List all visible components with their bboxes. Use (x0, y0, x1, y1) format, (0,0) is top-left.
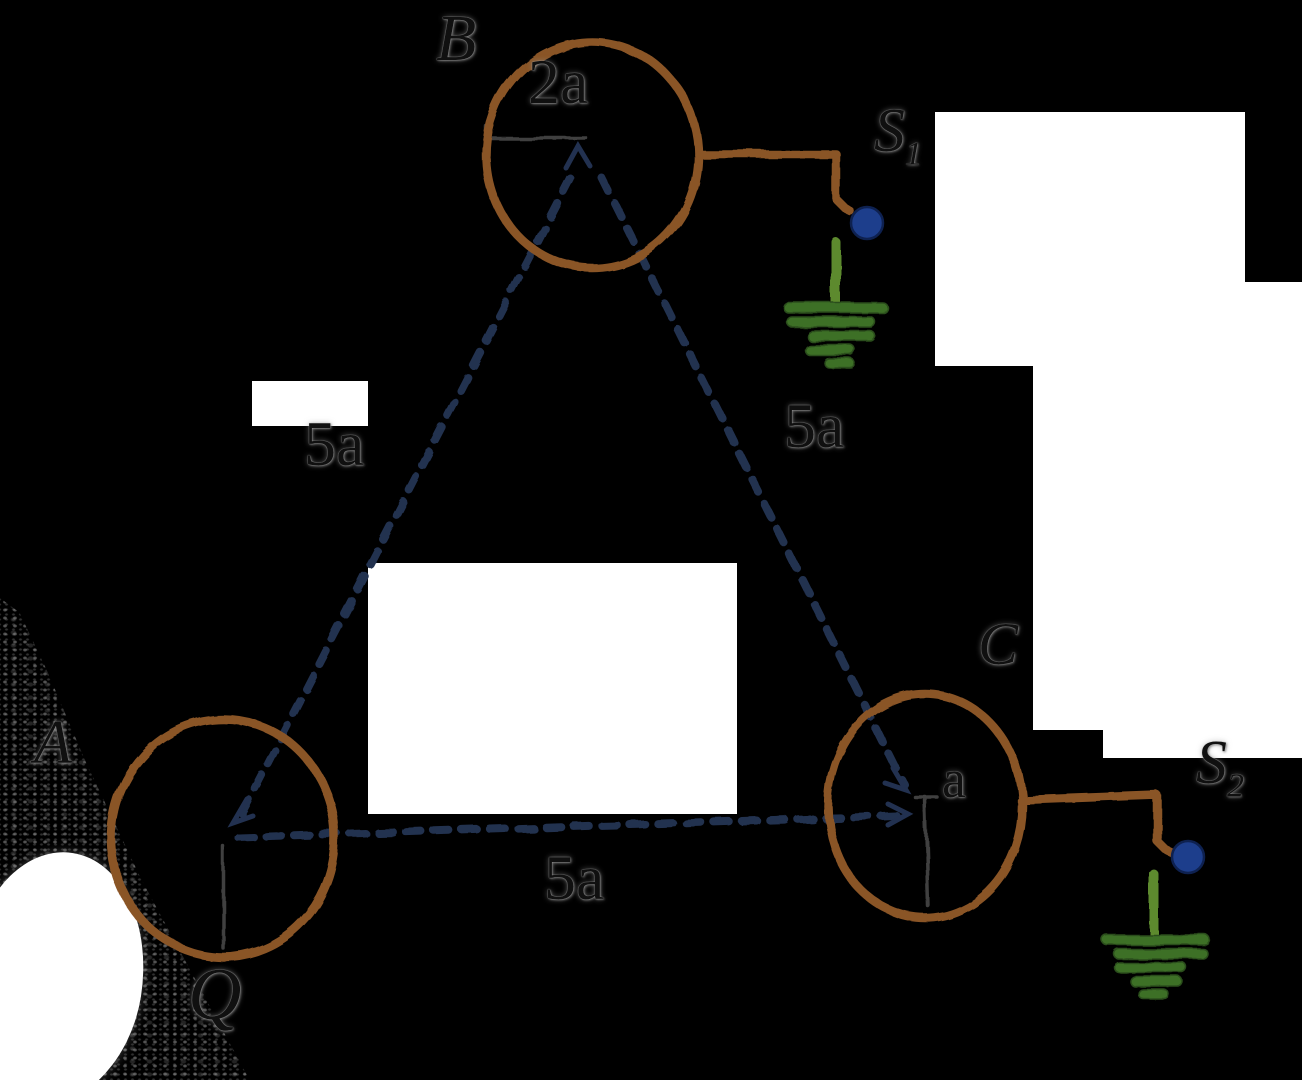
switch-contact-dot-s1 (849, 205, 885, 241)
radius-c-label: a (942, 749, 966, 809)
wire-c-to-s2 (1016, 790, 1176, 857)
sphere-a (106, 714, 340, 962)
dashed-line-ab (233, 174, 574, 828)
ground-bar (823, 357, 855, 368)
scan-white-patch-center (368, 563, 737, 814)
switch-s2-letter: S (1196, 729, 1227, 797)
arrowhead-a-center (227, 796, 256, 828)
radius-b-label: 2a (528, 46, 589, 117)
distance-ab-label: 5a (304, 408, 365, 479)
ground-bar (1101, 934, 1211, 946)
scan-white-patch-left-small (252, 381, 368, 426)
scan-white-patch-top-right (935, 112, 1245, 282)
earth-ground-icon-1 (783, 237, 889, 368)
dashed-line-arrowheads (227, 140, 914, 828)
distance-dashed-lines (233, 174, 908, 841)
switch-s2-subscript: 2 (1227, 767, 1245, 805)
ground-bar (806, 330, 876, 342)
switch-s1-subscript: 1 (905, 135, 923, 173)
ground-bar (1138, 989, 1170, 1000)
switch-s1-letter: S (874, 97, 905, 165)
sphere-c-label: C (978, 611, 1019, 677)
ground-bar (1113, 948, 1209, 960)
ground-bar (1130, 976, 1184, 988)
switch-contact-dot-s2 (1170, 839, 1206, 875)
arrowhead-b-center (563, 140, 593, 171)
earth-ground-icon-2 (1101, 869, 1211, 1000)
scan-white-patch-right-step (1103, 730, 1302, 758)
distance-ac-label: 5a (544, 842, 605, 913)
sphere-a-label: A (34, 709, 72, 777)
ground-bar (786, 316, 876, 328)
distance-bc-label: 5a (784, 390, 845, 461)
ground-bar (804, 344, 856, 356)
arrowhead-c-center-from-b (882, 765, 912, 795)
scan-white-patch-right (1033, 366, 1302, 730)
switch-s2-label: S2 (1196, 732, 1244, 803)
conductors (106, 37, 1176, 962)
radius-line-c (923, 796, 930, 908)
switch-s1-label: S1 (874, 100, 922, 171)
ground-bar (1114, 962, 1188, 974)
sphere-c (823, 689, 1027, 923)
scan-white-patch-right-upper (935, 282, 1302, 366)
ground-bar (783, 302, 889, 314)
charge-q-label: Q (188, 954, 242, 1036)
dashed-line-bc (598, 174, 908, 788)
arrowhead-c-center-from-a (885, 801, 914, 828)
wire-b-to-s1 (693, 149, 856, 217)
dashed-line-ac (234, 812, 902, 841)
sphere-b (481, 37, 703, 273)
sphere-b-label: B (436, 2, 477, 75)
